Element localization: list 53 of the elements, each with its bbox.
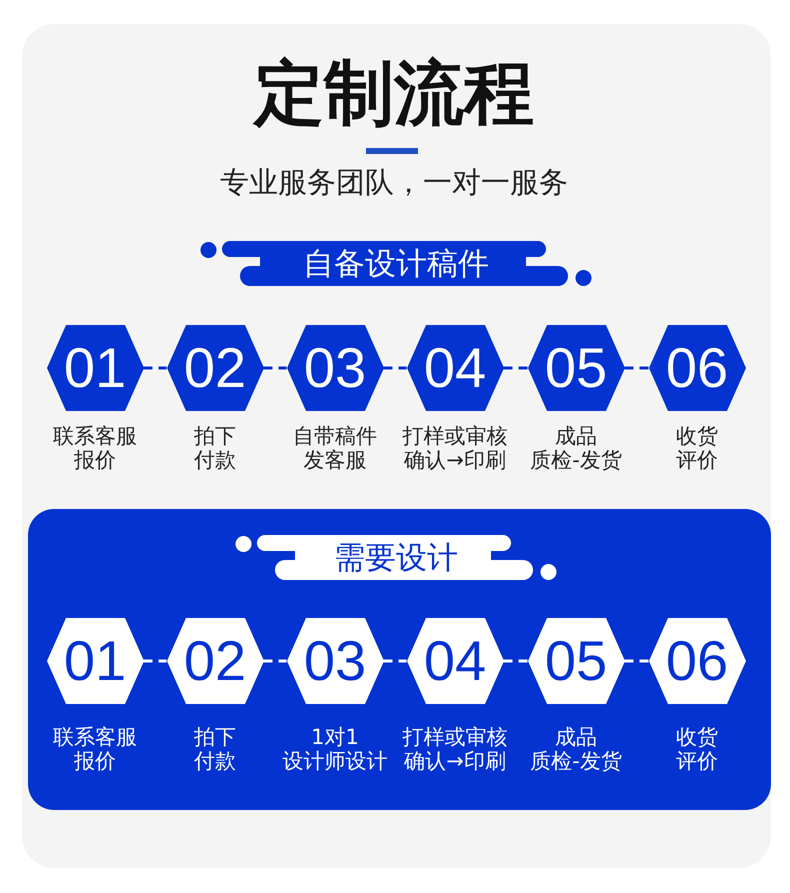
step-caption: 打样或审核确认→印刷 — [402, 424, 508, 472]
step-number: 06 — [666, 340, 728, 396]
step-number: 01 — [64, 633, 126, 689]
step-caption: 收货评价 — [676, 725, 718, 773]
step-hexagon — [166, 325, 264, 411]
banner-title: 需要设计 — [334, 540, 458, 576]
step-caption: 成品质检-发货 — [530, 424, 622, 472]
connector-line — [264, 366, 286, 370]
subtitle: 专业服务团队，一对一服务 — [220, 164, 568, 200]
step-hexagon — [166, 618, 264, 704]
step-hexagon — [648, 325, 746, 411]
step-hexagon — [648, 618, 746, 704]
connector-line — [504, 366, 528, 370]
step-hexagon — [406, 618, 504, 704]
connector-line — [624, 366, 648, 370]
step-number: 02 — [184, 633, 246, 689]
connector-line — [504, 660, 528, 662]
step-number: 02 — [184, 340, 246, 396]
step-hexagon — [286, 618, 384, 704]
step-caption: 联系客服报价 — [53, 424, 137, 472]
connector-line — [144, 660, 166, 662]
banner — [235, 534, 557, 582]
step-caption: 收货评价 — [676, 424, 718, 472]
connector-line — [264, 660, 286, 662]
title: 定制流程 — [254, 51, 534, 135]
step-caption: 联系客服报价 — [53, 725, 137, 773]
step-caption: 自带稿件发客服 — [293, 424, 377, 472]
connector-line — [144, 366, 166, 370]
connector-line — [624, 660, 648, 662]
step-hexagon — [528, 618, 624, 704]
connector-line — [384, 366, 406, 370]
step-hexagon — [46, 325, 144, 411]
step-caption: 1对1设计师设计 — [282, 725, 388, 773]
step-hexagon — [528, 325, 624, 411]
banner-title: 自备设计稿件 — [303, 246, 489, 282]
step-number: 04 — [424, 633, 486, 689]
step-hexagon — [406, 325, 504, 411]
step-number: 03 — [304, 340, 366, 396]
banner — [200, 240, 592, 288]
step-number: 04 — [424, 340, 486, 396]
step-caption: 拍下付款 — [194, 725, 236, 773]
step-caption: 拍下付款 — [194, 424, 236, 472]
connector-line — [384, 660, 406, 662]
panel — [28, 509, 771, 810]
step-hexagon — [46, 618, 144, 704]
step-caption: 成品质检-发货 — [530, 725, 622, 773]
step-caption: 打样或审核确认→印刷 — [402, 725, 508, 773]
step-hexagon — [286, 325, 384, 411]
step-number: 03 — [304, 633, 366, 689]
step-number: 05 — [544, 633, 608, 689]
step-number: 06 — [666, 633, 728, 689]
step-number: 01 — [64, 340, 126, 396]
step-number: 05 — [544, 340, 608, 396]
